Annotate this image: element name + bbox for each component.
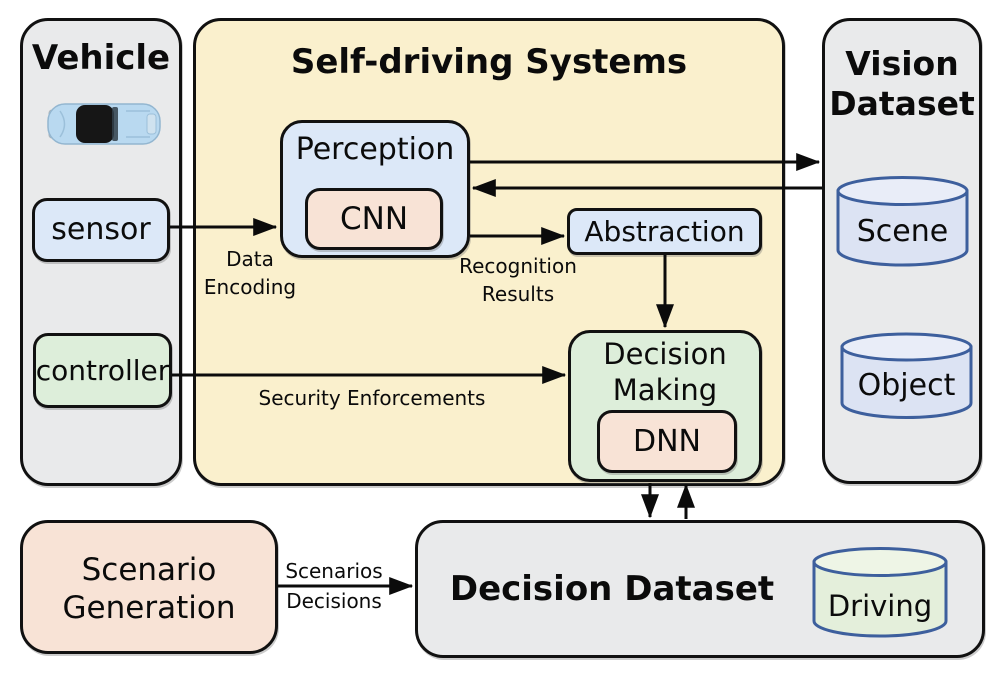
scenarios-label: Scenarios [285, 559, 383, 584]
sensor-label: sensor [51, 212, 151, 248]
perception-label: Perception [295, 132, 455, 168]
dnn-box [597, 410, 737, 473]
abstraction-label: Abstraction [584, 214, 745, 248]
driving-label: Driving [827, 588, 933, 623]
object-database-cylinder-icon [840, 332, 973, 424]
data-encoding-label-line2: Encoding [203, 275, 297, 300]
data-encoding-label-line1: Data [226, 247, 274, 272]
dnn-label: DNN [633, 423, 701, 459]
decision-dataset-title: Decision Dataset [449, 568, 775, 609]
self-driving-systems-title: Self-driving Systems [290, 41, 688, 82]
driving-database-cylinder-icon [812, 546, 948, 642]
cnn-label: CNN [339, 200, 409, 237]
decision-making-label-line2: Making [612, 372, 718, 407]
cnn-box [305, 188, 443, 250]
scenario-generation-label-line1: Scenario [81, 551, 217, 588]
object-label: Object [857, 368, 956, 404]
security-enforcements-label: Security Enforcements [258, 386, 486, 411]
abstraction-box [567, 208, 762, 255]
vision-dataset-title-line2: Dataset [829, 83, 975, 123]
scene-label: Scene [856, 214, 949, 250]
sensor-box [32, 198, 170, 262]
recognition-results-label-line2: Results [481, 282, 555, 307]
scene-database-cylinder-icon [836, 175, 969, 271]
scenario-generation-box [20, 520, 278, 654]
decision-making-label-line1: Decision [603, 336, 727, 371]
recognition-results-label-line1: Recognition [459, 254, 577, 279]
vision-dataset-title-line1: Vision [845, 43, 959, 83]
scenario-generation-label-line2: Generation [62, 589, 236, 626]
car-top-view-icon [46, 98, 162, 150]
decisions-label: Decisions [286, 589, 382, 614]
controller-label: controller [35, 353, 170, 387]
vehicle-title: Vehicle [31, 37, 171, 78]
controller-box [33, 333, 172, 408]
